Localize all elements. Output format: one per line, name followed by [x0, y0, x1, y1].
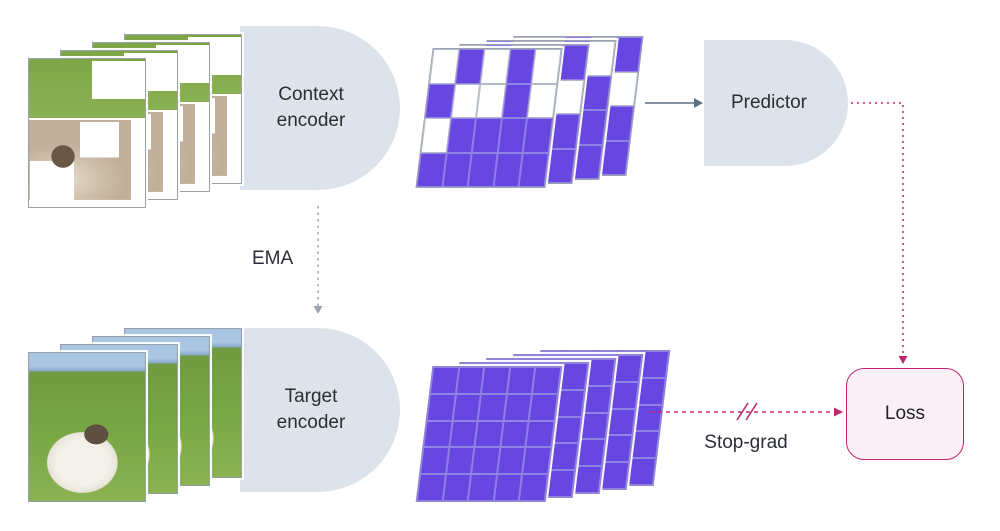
token-cell [604, 106, 634, 141]
token-cell [416, 474, 446, 501]
token-cell [503, 393, 533, 421]
token-cell [442, 474, 472, 501]
token-cell [554, 79, 585, 114]
target-token-stack [415, 350, 674, 502]
token-cell [556, 389, 585, 417]
token-cell [600, 462, 630, 489]
token-cell [577, 110, 607, 145]
token-cell [633, 404, 663, 432]
token-cell [523, 118, 553, 153]
token-cell [583, 385, 612, 413]
masked-video-frame [28, 58, 146, 208]
token-cell [506, 367, 536, 394]
context-encoder-label: Context encoder [276, 84, 346, 131]
token-cell [477, 393, 507, 421]
token-cell [559, 363, 589, 390]
token-cell [613, 355, 643, 382]
token-cell [448, 420, 478, 448]
token-cell [608, 71, 639, 106]
token-cell [630, 431, 660, 459]
token-cell [529, 393, 558, 421]
token-cell [546, 470, 576, 497]
token-cell [445, 447, 475, 475]
token-cell [426, 393, 456, 421]
token-cell [550, 114, 580, 149]
token-cell [481, 367, 511, 394]
token-cell [585, 41, 616, 76]
token-cell [455, 367, 485, 394]
token-cell [576, 439, 606, 467]
target-encoder-label: Target encoder [276, 386, 346, 433]
token-cell [522, 447, 552, 475]
token-cell [519, 474, 549, 501]
context-encoder-block: Context encoder [240, 26, 400, 190]
token-cell [518, 152, 549, 187]
context-token-stack [415, 36, 669, 191]
token-cell [525, 420, 555, 448]
token-cell [579, 412, 609, 440]
stop-grad-slash [745, 402, 758, 421]
token-sheet [415, 366, 563, 502]
token-cell [573, 466, 603, 493]
token-cell [637, 377, 666, 405]
full-video-frame-stack [28, 328, 253, 506]
token-cell [572, 144, 603, 179]
token-cell [452, 393, 482, 421]
stop-grad-label: Stop-grad [704, 432, 788, 453]
token-cell [467, 474, 497, 501]
ema-label: EMA [252, 248, 294, 269]
token-cell [599, 140, 630, 175]
token-cell [496, 447, 526, 475]
token-cell [527, 83, 558, 118]
ema-arrow [313, 206, 323, 314]
token-cell [558, 45, 589, 80]
token-cell [610, 381, 639, 409]
predictor-label: Predictor [730, 92, 808, 114]
loss-box: Loss [846, 368, 964, 460]
stop-grad-arrow [650, 402, 843, 421]
predictor-to-loss-line [851, 102, 908, 364]
token-cell [423, 420, 453, 448]
token-cell [586, 359, 616, 386]
token-cell [493, 474, 523, 501]
token-cell [531, 49, 562, 84]
token-cell [581, 75, 612, 110]
token-cell [640, 351, 670, 378]
full-video-frame [28, 352, 146, 502]
token-sheet [415, 48, 563, 188]
token-cell [429, 367, 459, 394]
token-cell [603, 435, 633, 463]
token-cell [420, 447, 449, 475]
token-cell [500, 420, 530, 448]
target-encoder-block: Target encoder [240, 328, 400, 492]
loss-label: Loss [884, 403, 926, 424]
token-cell [545, 148, 576, 183]
token-cell [474, 420, 504, 448]
token-cell [606, 408, 636, 436]
token-cell [612, 37, 643, 72]
masked-video-frame-stack [28, 34, 253, 212]
token-cell [552, 416, 582, 444]
predictor-block: Predictor [704, 40, 848, 166]
stop-grad-slash [736, 402, 749, 421]
token-cell [532, 367, 562, 394]
token-cell [471, 447, 501, 475]
token-cell [549, 443, 579, 471]
token-cell [627, 458, 657, 485]
